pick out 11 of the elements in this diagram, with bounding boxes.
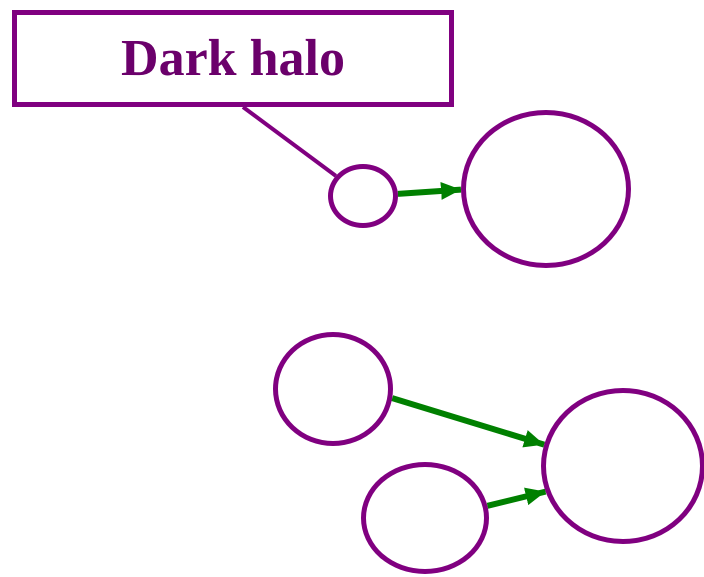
circle: [361, 462, 489, 574]
circle: [273, 332, 393, 446]
arrow: [398, 182, 462, 200]
arrow: [391, 395, 546, 448]
circle: [461, 110, 631, 268]
label-box: [12, 10, 454, 107]
leader-line: [242, 105, 337, 178]
circle: [541, 388, 704, 544]
label-text: Dark halo: [121, 32, 345, 84]
circle: [328, 164, 398, 228]
arrow: [486, 488, 546, 509]
